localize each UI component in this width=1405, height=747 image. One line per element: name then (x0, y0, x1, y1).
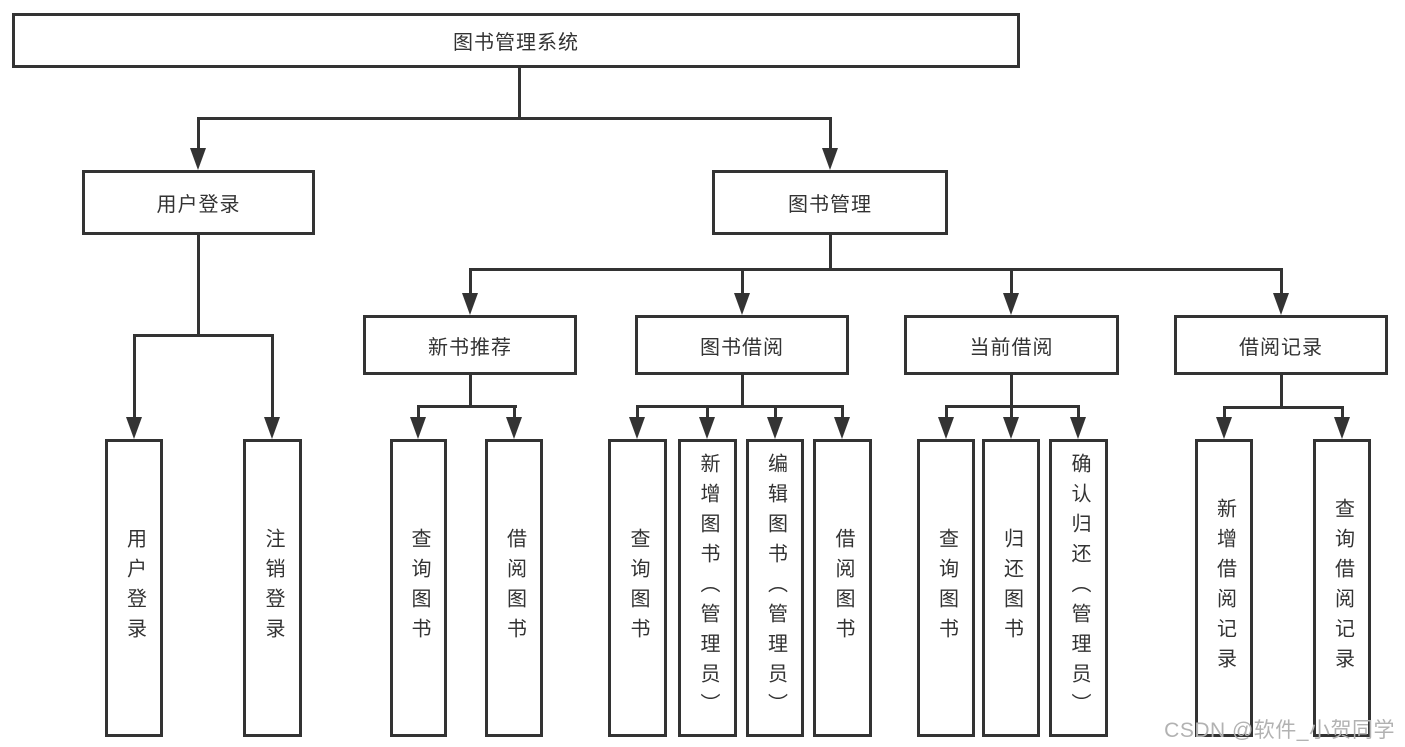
arrowhead-cb-return (1003, 417, 1019, 439)
node-user-login-label: 用户登录 (156, 194, 241, 216)
connector-stub-bb-add (706, 405, 709, 419)
connector-br-hbar (1223, 406, 1344, 409)
node-book-management-label: 图书管理 (788, 194, 872, 216)
connector-stub-user-login (197, 117, 200, 151)
leaf-cb-query-books: 查询图书 (917, 439, 975, 737)
leaf-br-add-record-label: 新增借阅记录 (1213, 498, 1236, 678)
leaf-nbr-query-books: 查询图书 (390, 439, 447, 737)
connector-book-management-hbar (469, 268, 1283, 271)
connector-stub-bb-borrow (841, 405, 844, 419)
arrowhead-borrowing-records (1273, 293, 1289, 315)
connector-user-login-hbar (133, 334, 274, 337)
arrowhead-new-book-recommend (462, 293, 478, 315)
node-borrowing-records: 借阅记录 (1174, 315, 1388, 375)
leaf-bb-borrow-books: 借阅图书 (813, 439, 872, 737)
leaf-br-query-record-label: 查询借阅记录 (1331, 498, 1354, 678)
arrowhead-bb-query (629, 417, 645, 439)
leaf-logout: 注销登录 (243, 439, 302, 737)
arrowhead-br-query (1334, 417, 1350, 439)
connector-stub-new-book-recommend (469, 268, 472, 296)
arrowhead-user-login (190, 148, 206, 170)
connector-stub-book-borrowing (741, 268, 744, 296)
connector-stub-borrowing-records (1280, 268, 1283, 296)
arrowhead-br-add (1216, 417, 1232, 439)
leaf-user-login-label: 用户登录 (123, 528, 146, 648)
arrowhead-cb-confirm (1070, 417, 1086, 439)
node-book-borrowing-label: 图书借阅 (700, 336, 784, 359)
connector-root-hbar (197, 117, 832, 120)
connector-stub-current-borrowing (1010, 268, 1013, 296)
leaf-bb-edit-books-admin-label: 编辑图书（管理员） (764, 453, 787, 723)
node-current-borrowing: 当前借阅 (904, 315, 1119, 375)
connector-stub-cb-confirm (1077, 405, 1080, 419)
connector-stub-br-add (1223, 406, 1226, 419)
leaf-bb-add-books-admin-label: 新增图书（管理员） (697, 453, 719, 723)
node-book-borrowing: 图书借阅 (635, 315, 849, 375)
connector-bb-hbar (636, 405, 844, 408)
leaf-cb-return-books: 归还图书 (982, 439, 1040, 737)
connector-stub-book-management (829, 117, 832, 151)
node-book-management: 图书管理 (712, 170, 948, 235)
connector-cb-trunk (1010, 375, 1013, 407)
arrowhead-book-borrowing (734, 293, 750, 315)
leaf-cb-confirm-return-admin: 确认归还（管理员） (1049, 439, 1108, 737)
leaf-cb-return-books-label: 归还图书 (1000, 528, 1023, 648)
connector-br-trunk (1280, 375, 1283, 408)
connector-nbr-trunk (469, 375, 472, 407)
node-new-book-recommend: 新书推荐 (363, 315, 577, 375)
connector-user-login-trunk (197, 235, 200, 336)
arrowhead-bb-borrow (834, 417, 850, 439)
node-borrowing-records-label: 借阅记录 (1239, 336, 1323, 359)
leaf-cb-query-books-label: 查询图书 (935, 528, 958, 648)
connector-stub-nbr-borrow (513, 405, 516, 419)
node-current-borrowing-label: 当前借阅 (969, 336, 1054, 359)
leaf-bb-query-books-label: 查询图书 (627, 528, 649, 648)
connector-stub-bb-query (636, 405, 639, 419)
leaf-bb-query-books: 查询图书 (608, 439, 667, 737)
connector-stub-cb-return (1010, 405, 1013, 419)
node-library-system: 图书管理系统 (12, 13, 1020, 68)
node-new-book-recommend-label: 新书推荐 (428, 336, 512, 359)
connector-book-management-trunk (829, 235, 832, 270)
connector-stub-bb-edit (774, 405, 777, 419)
node-library-system-label: 图书管理系统 (453, 32, 579, 54)
leaf-br-add-record: 新增借阅记录 (1195, 439, 1253, 737)
connector-stub-br-query (1341, 406, 1344, 419)
connector-stub-leaf-logout (271, 334, 274, 419)
leaf-bb-edit-books-admin: 编辑图书（管理员） (746, 439, 804, 737)
csdn-watermark: CSDN @软件_小贺同学 (1164, 719, 1395, 742)
connector-nbr-hbar (417, 405, 517, 408)
leaf-logout-label: 注销登录 (262, 528, 284, 648)
connector-stub-nbr-query (417, 405, 420, 419)
arrowhead-nbr-query (410, 417, 426, 439)
leaf-bb-add-books-admin: 新增图书（管理员） (678, 439, 737, 737)
arrowhead-book-management (822, 148, 838, 170)
arrowhead-bb-edit (767, 417, 783, 439)
leaf-cb-confirm-return-admin-label: 确认归还（管理员） (1068, 453, 1090, 723)
arrowhead-nbr-borrow (506, 417, 522, 439)
leaf-br-query-record: 查询借阅记录 (1313, 439, 1371, 737)
leaf-bb-borrow-books-label: 借阅图书 (832, 528, 854, 648)
connector-stub-leaf-user-login (133, 334, 136, 419)
arrowhead-leaf-user-login (126, 417, 142, 439)
arrowhead-current-borrowing (1003, 293, 1019, 315)
connector-root-trunk (518, 68, 521, 119)
arrowhead-cb-query (938, 417, 954, 439)
leaf-nbr-borrow-books: 借阅图书 (485, 439, 543, 737)
connector-stub-cb-query (945, 405, 948, 419)
arrowhead-leaf-logout (264, 417, 280, 439)
leaf-user-login: 用户登录 (105, 439, 163, 737)
node-user-login: 用户登录 (82, 170, 315, 235)
leaf-nbr-query-books-label: 查询图书 (408, 528, 430, 648)
leaf-nbr-borrow-books-label: 借阅图书 (503, 528, 526, 648)
connector-bb-trunk (741, 375, 744, 407)
arrowhead-bb-add (699, 417, 715, 439)
